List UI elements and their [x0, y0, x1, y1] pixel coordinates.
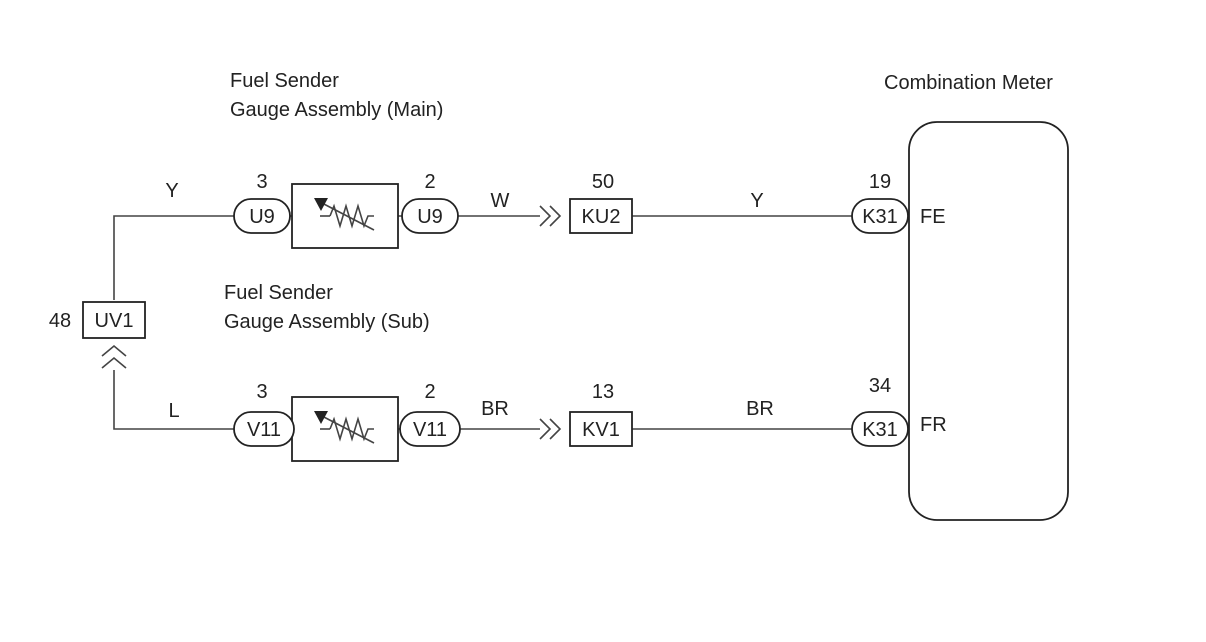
wire-color-bottom-right: BR — [746, 398, 774, 420]
connector-code: KV1 — [582, 419, 620, 441]
fuel-sender-sub — [291, 396, 399, 462]
meter-terminal-fe: FE — [920, 206, 946, 228]
wire-color-bottom-mid: BR — [481, 398, 509, 420]
connector-code: K31 — [862, 206, 898, 228]
connector-code: U9 — [417, 206, 443, 228]
junction-chevron-icon — [101, 344, 127, 369]
wire-left-bus-bottom — [113, 370, 236, 430]
pin-number: 3 — [256, 171, 267, 193]
connector-code: V11 — [413, 419, 447, 441]
sender-sub-title-line1: Fuel Sender — [224, 282, 333, 304]
pin-number: 2 — [424, 381, 435, 403]
connector-kv1-pin13: KV1 13 — [539, 381, 633, 447]
wire-left-bus-top — [113, 215, 236, 300]
connector-u9-pin2: U9 2 — [401, 171, 459, 234]
pin-number: 2 — [424, 171, 435, 193]
variable-resistor-icon — [314, 198, 375, 231]
meter-terminal-fr: FR — [920, 414, 947, 436]
connector-v11-pin2: V11 2 — [399, 381, 461, 447]
connector-k31-pin19: K31 19 — [851, 171, 909, 234]
junction-chevron-icon — [539, 205, 562, 227]
variable-resistor-icon — [314, 411, 375, 444]
pin-number: 48 — [49, 310, 71, 332]
sender-sub-title-line2: Gauge Assembly (Sub) — [224, 311, 430, 333]
connector-k31-pin34: K31 34 — [851, 375, 909, 447]
fuel-sender-main — [291, 183, 399, 249]
pin-number: 34 — [869, 375, 891, 397]
connector-ku2-pin50: KU2 50 — [539, 171, 633, 234]
wire-color-top-right: Y — [750, 190, 763, 212]
junction-chevron-icon — [539, 418, 562, 440]
sender-main-title-line1: Fuel Sender — [230, 70, 339, 92]
connector-uv1-pin48: UV1 48 — [49, 301, 146, 369]
pin-number: 50 — [592, 171, 614, 193]
connector-code: V11 — [247, 419, 281, 441]
connector-code: U9 — [249, 206, 275, 228]
sender-sub-body — [291, 396, 399, 462]
connector-code: KU2 — [582, 206, 621, 228]
wire-color-bottom-left: L — [168, 400, 179, 422]
pin-number: 13 — [592, 381, 614, 403]
sender-main-title-line2: Gauge Assembly (Main) — [230, 99, 443, 121]
wire-color-top-mid: W — [491, 190, 510, 212]
connector-code: K31 — [862, 419, 898, 441]
wire-color-top-left: Y — [165, 180, 178, 202]
connector-u9-pin3: U9 3 — [233, 171, 291, 234]
connector-code: UV1 — [95, 310, 134, 332]
combination-meter-body — [908, 121, 1069, 521]
connector-v11-pin3: V11 3 — [233, 381, 295, 447]
pin-number: 3 — [256, 381, 267, 403]
sender-main-body — [291, 183, 399, 249]
pin-number: 19 — [869, 171, 891, 193]
combination-meter-title: Combination Meter — [884, 72, 1053, 94]
wires — [113, 215, 852, 430]
